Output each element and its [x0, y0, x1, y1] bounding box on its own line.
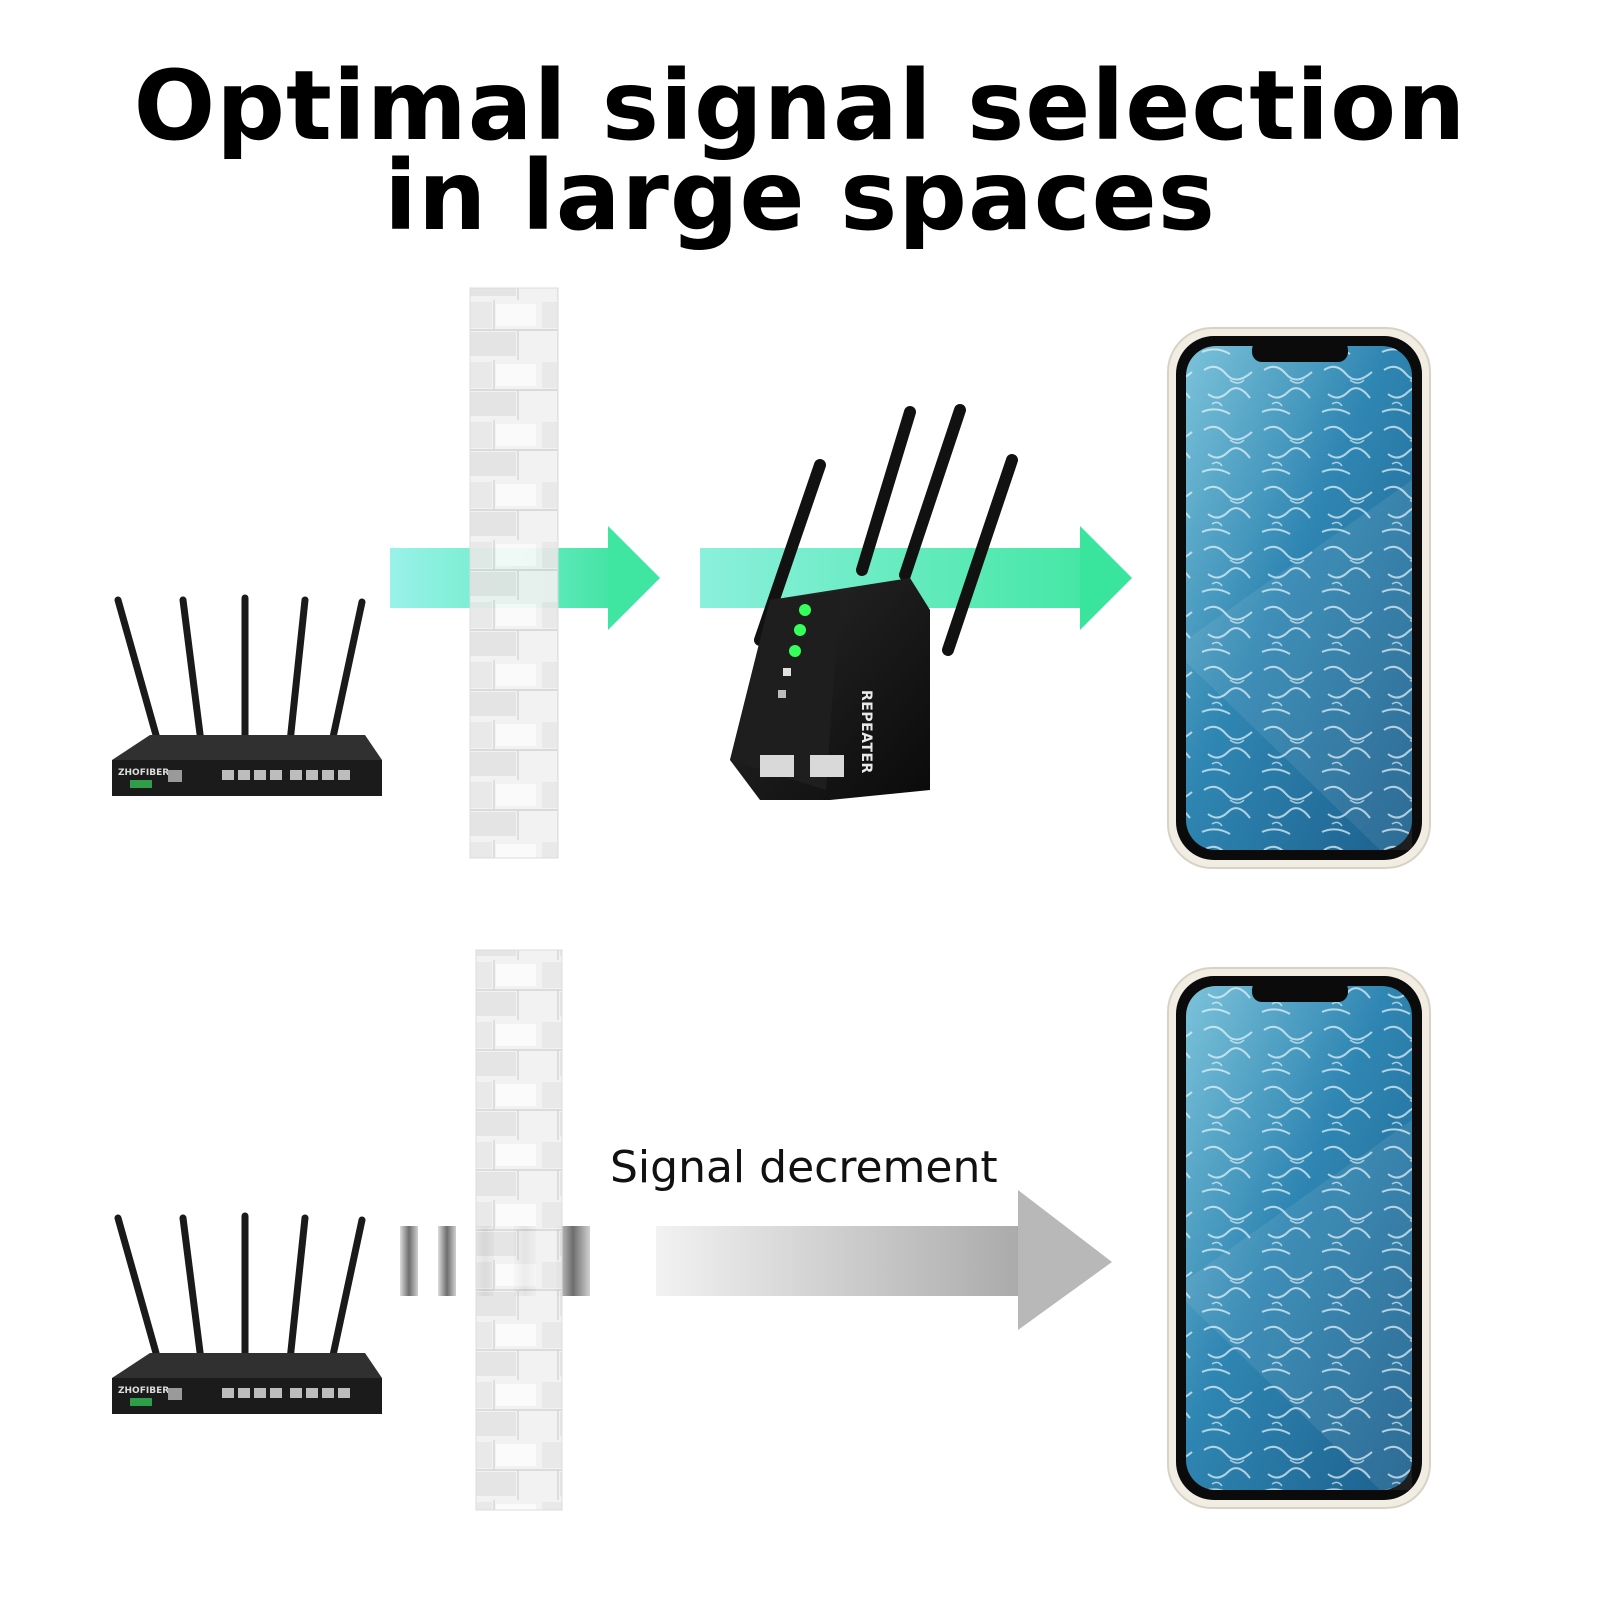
headline-line-1: Optimal signal selection	[133, 50, 1467, 162]
repeater-icon: REPEATER	[730, 404, 1018, 800]
wall-icon	[475, 949, 563, 1511]
phone-icon	[1167, 327, 1431, 869]
router-icon: ZHOFIBER	[112, 594, 382, 796]
headline-line-2: in large spaces	[384, 140, 1216, 252]
repeater-label: REPEATER	[858, 690, 874, 774]
router-brand-label: ZHOFIBER	[118, 768, 169, 778]
signal-decrement-arrow-icon	[656, 1190, 1112, 1330]
signal-decrement-caption: Signal decrement	[610, 1142, 998, 1193]
router-brand-label: ZHOFIBER	[118, 1386, 169, 1396]
phone-icon	[1167, 967, 1431, 1509]
router-icon: ZHOFIBER	[112, 1212, 382, 1414]
wall-icon	[469, 287, 559, 859]
